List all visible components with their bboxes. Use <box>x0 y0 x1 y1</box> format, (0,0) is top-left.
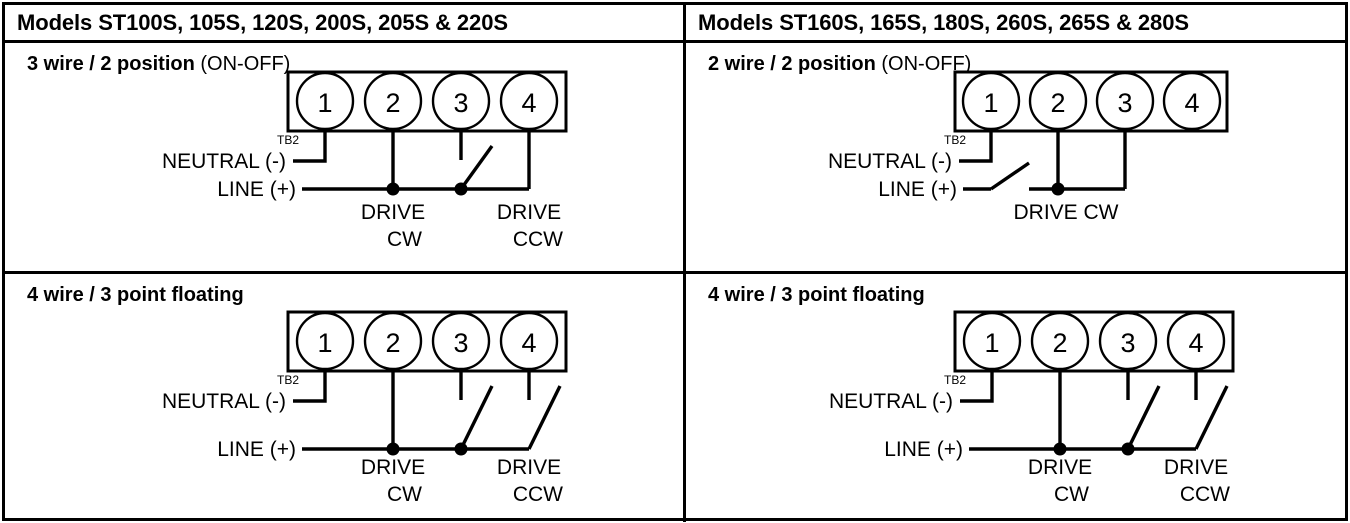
terminal-circle-4 <box>499 71 559 131</box>
switch-arm-cw <box>459 145 494 190</box>
tb2-label: TB2 <box>944 133 966 147</box>
terminal-circle-2 <box>1030 311 1090 371</box>
quadrant-bottom-left: 4 wire / 3 point floating 1 2 3 4 TB2 <box>5 274 683 522</box>
terminal-circle-1 <box>961 71 1021 131</box>
terminal-number-1: 1 <box>984 328 999 358</box>
quadrant-bottom-left-subtitle: 4 wire / 3 point floating <box>27 284 244 307</box>
terminal-number-2: 2 <box>385 88 400 118</box>
wire-neutral <box>293 371 327 403</box>
tb2-label: TB2 <box>944 373 966 387</box>
header-right-title: Models ST160S, 165S, 180S, 260S, 265S & … <box>698 9 1189 35</box>
terminal-number-2: 2 <box>1050 88 1065 118</box>
terminal-number-1: 1 <box>983 88 998 118</box>
neutral-label: NEUTRAL (-) <box>828 150 952 173</box>
line-label: LINE (+) <box>884 438 963 461</box>
terminal-circle-1 <box>295 71 355 131</box>
drive-cw-label-line2: CW <box>387 483 422 506</box>
subtitle-bold-text: 4 wire / 3 point floating <box>708 284 925 306</box>
drive-cw-label-line1: DRIVE <box>1028 456 1092 479</box>
line-label: LINE (+) <box>217 178 296 201</box>
quadrant-top-right: 2 wire / 2 position (ON-OFF) 1 2 3 4 TB2 <box>683 43 1348 274</box>
junction-dot-2 <box>1121 442 1135 456</box>
terminal-number-2: 2 <box>385 328 400 358</box>
subtitle-normal-text: (ON-OFF) <box>881 53 972 75</box>
neutral-label: NEUTRAL (-) <box>162 390 286 413</box>
line-label: LINE (+) <box>217 438 296 461</box>
header-cell-right: Models ST160S, 165S, 180S, 260S, 265S & … <box>683 5 1348 43</box>
junction-dot-1 <box>1051 182 1065 196</box>
junction-dot-1 <box>386 182 400 196</box>
drive-cw-label-line2: CW <box>1054 483 1089 506</box>
junction-dot-1 <box>386 442 400 456</box>
header-cell-left: Models ST100S, 105S, 120S, 200S, 205S & … <box>5 5 683 43</box>
quadrant-top-left: 3 wire / 2 position (ON-OFF) 1 2 3 4 <box>5 43 683 274</box>
subtitle-bold-text: 2 wire / 2 position <box>708 53 876 75</box>
terminal-circle-1 <box>962 311 1022 371</box>
terminal-number-3: 3 <box>453 328 468 358</box>
wire-neutral <box>293 131 327 163</box>
wiring-diagram-top-left: 1 2 3 4 TB2 <box>5 43 683 271</box>
drive-ccw-label-line1: DRIVE <box>497 456 561 479</box>
terminal-number-4: 4 <box>1184 88 1199 118</box>
drive-ccw-label-line1: DRIVE <box>1164 456 1228 479</box>
subtitle-bold-text: 3 wire / 2 position <box>27 53 195 75</box>
terminal-circle-2 <box>1028 71 1088 131</box>
quadrant-bottom-right-subtitle: 4 wire / 3 point floating <box>708 284 925 307</box>
terminal-circle-4 <box>499 311 559 371</box>
drive-ccw-label-line2: CCW <box>1180 483 1230 506</box>
terminal-number-1: 1 <box>317 88 332 118</box>
tb2-label: TB2 <box>277 133 299 147</box>
terminal-number-2: 2 <box>1052 328 1067 358</box>
terminal-circle-4 <box>1166 311 1226 371</box>
terminal-circle-3 <box>1098 311 1158 371</box>
drive-ccw-label-line2: CCW <box>513 228 563 251</box>
header-left-title: Models ST100S, 105S, 120S, 200S, 205S & … <box>17 9 508 35</box>
drive-cw-label-line1: DRIVE <box>361 456 425 479</box>
drive-ccw-label-line1: DRIVE <box>497 201 561 224</box>
drive-cw-label-line1: DRIVE <box>361 201 425 224</box>
wiring-diagram-bottom-right: 1 2 3 4 TB2 NEUTRAL (-) LINE (+) <box>686 274 1348 522</box>
tb2-label: TB2 <box>277 373 299 387</box>
subtitle-normal-text: (ON-OFF) <box>200 53 291 75</box>
terminal-circle-1 <box>295 311 355 371</box>
terminal-number-4: 4 <box>521 328 536 358</box>
drive-cw-label: DRIVE CW <box>1014 201 1119 224</box>
terminal-number-3: 3 <box>1120 328 1135 358</box>
terminal-number-3: 3 <box>1117 88 1132 118</box>
neutral-label: NEUTRAL (-) <box>829 390 953 413</box>
switch-arm-cw <box>459 385 494 450</box>
terminal-circle-2 <box>363 71 423 131</box>
line-label: LINE (+) <box>878 178 957 201</box>
neutral-label: NEUTRAL (-) <box>162 150 286 173</box>
terminal-number-4: 4 <box>521 88 536 118</box>
wiring-diagram-top-right: 1 2 3 4 TB2 <box>686 43 1348 271</box>
quadrant-top-right-subtitle: 2 wire / 2 position (ON-OFF) <box>708 53 971 76</box>
switch-arm-ccw <box>1194 385 1229 450</box>
terminal-circle-4 <box>1162 71 1222 131</box>
drive-cw-label-line2: CW <box>387 228 422 251</box>
quadrant-top-left-subtitle: 3 wire / 2 position (ON-OFF) <box>27 53 290 76</box>
switch-arm-ccw <box>527 385 562 450</box>
terminal-number-4: 4 <box>1188 328 1203 358</box>
drive-ccw-label-line2: CCW <box>513 483 563 506</box>
junction-dot-2 <box>454 442 468 456</box>
wiring-diagram-bottom-left: 1 2 3 4 TB2 <box>5 274 683 522</box>
terminal-circle-2 <box>363 311 423 371</box>
wire-neutral <box>959 131 993 163</box>
terminal-circle-3 <box>1095 71 1155 131</box>
wire-neutral <box>960 371 994 403</box>
terminal-circle-3 <box>431 311 491 371</box>
terminal-number-1: 1 <box>317 328 332 358</box>
subtitle-bold-text: 4 wire / 3 point floating <box>27 284 244 306</box>
junction-dot-2 <box>454 182 468 196</box>
switch-arm-cw <box>1126 385 1161 450</box>
terminal-circle-3 <box>431 71 491 131</box>
quadrant-bottom-right: 4 wire / 3 point floating 1 2 3 4 TB2 <box>683 274 1348 522</box>
junction-dot-1 <box>1053 442 1067 456</box>
terminal-number-3: 3 <box>453 88 468 118</box>
switch-arm-cw <box>990 161 1030 191</box>
